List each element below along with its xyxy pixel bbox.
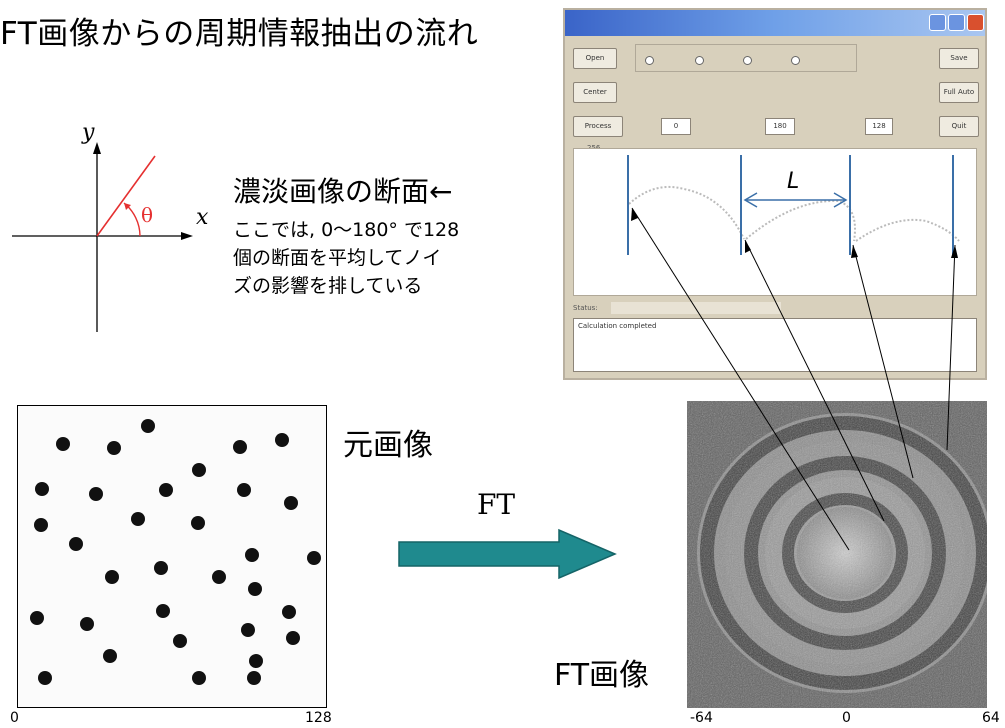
connector-line-1 <box>631 207 850 551</box>
dot <box>34 518 48 532</box>
connector-line-2 <box>744 239 885 522</box>
connector-arrowhead-3 <box>851 245 858 258</box>
dot <box>89 487 103 501</box>
dot <box>233 440 247 454</box>
ft-arrow-shape <box>398 528 617 580</box>
quit-button[interactable]: Quit <box>939 116 979 137</box>
status-message: Calculation completed <box>578 322 657 330</box>
theta-input[interactable]: 0 <box>661 118 691 135</box>
x-axis-label: x <box>196 205 209 230</box>
angle-arc-arrowhead <box>124 203 131 210</box>
y-axis-label: y <box>81 120 95 145</box>
ft-x-right-tick: 64 <box>982 710 1000 726</box>
theta-label: θ <box>141 203 153 227</box>
status-label: Status: <box>573 304 598 312</box>
x-axis-arrowhead <box>181 232 193 240</box>
dot <box>105 570 119 584</box>
save-button[interactable]: Save <box>939 48 979 69</box>
original-image-label: 元画像 <box>343 428 433 463</box>
dot <box>286 631 300 645</box>
dot <box>35 482 49 496</box>
section-note-line-3: ズの影響を排している <box>233 275 423 297</box>
dot <box>56 437 70 451</box>
window-titlebar <box>565 10 985 36</box>
profile-curve-1 <box>628 185 745 240</box>
dot <box>159 483 173 497</box>
section-note-line-2: 個の断面を平均してノイ <box>233 247 442 269</box>
dot <box>131 512 145 526</box>
section-angle-line <box>96 155 156 237</box>
dot <box>249 654 263 668</box>
connector-line-3 <box>852 244 914 479</box>
dot <box>307 551 321 565</box>
dot <box>284 496 298 510</box>
dot <box>103 649 117 663</box>
dot <box>247 671 261 685</box>
dot <box>191 516 205 530</box>
dot <box>248 582 262 596</box>
ft-image-label: FT画像 <box>554 658 650 693</box>
dot <box>245 548 259 562</box>
connector-arrowhead-4 <box>951 245 958 258</box>
maximize-icon[interactable] <box>948 14 965 31</box>
dot <box>107 441 121 455</box>
dot <box>30 611 44 625</box>
process-button[interactable]: Process <box>573 116 623 137</box>
dot <box>275 433 289 447</box>
connector-arrowhead-2 <box>745 240 751 253</box>
orig-x-left-tick: 0 <box>10 710 19 726</box>
software-window: Open Center Process Save Full Auto Quit … <box>563 8 987 380</box>
connector-line-4 <box>946 244 956 451</box>
open-button[interactable]: Open <box>573 48 617 69</box>
ft-x-left-tick: -64 <box>690 710 713 726</box>
period-arrow-right <box>833 192 848 208</box>
dot <box>237 483 251 497</box>
ft-image-svg <box>687 401 987 708</box>
radio-option-2[interactable] <box>695 56 704 65</box>
dot <box>241 623 255 637</box>
ft-arrow-label: FT <box>477 488 516 521</box>
ft-x-mid-tick: 0 <box>842 710 851 726</box>
orig-x-right-tick: 128 <box>305 710 332 726</box>
period-arrow-left <box>743 192 758 208</box>
dot <box>69 537 83 551</box>
radio-group <box>635 44 857 72</box>
original-image <box>17 405 327 708</box>
dot <box>192 671 206 685</box>
minimize-icon[interactable] <box>929 14 946 31</box>
profile-plot-svg <box>628 185 960 242</box>
ft-noise-overlay <box>687 401 987 708</box>
radio-option-3[interactable] <box>743 56 752 65</box>
dot <box>154 561 168 575</box>
y-axis-arrowhead <box>93 142 101 154</box>
dot <box>192 463 206 477</box>
full-auto-button[interactable]: Full Auto <box>939 82 979 103</box>
ft-image <box>687 401 987 708</box>
dot <box>173 634 187 648</box>
ft-transform-arrow <box>398 528 617 580</box>
dot <box>212 570 226 584</box>
dot <box>282 605 296 619</box>
dot <box>80 617 94 631</box>
radio-option-4[interactable] <box>791 56 800 65</box>
range-input[interactable]: 180 <box>765 118 795 135</box>
close-icon[interactable] <box>967 14 984 31</box>
section-title: 濃淡画像の断面← <box>233 175 453 208</box>
dot <box>38 671 52 685</box>
page-title: FT画像からの周期情報抽出の流れ <box>0 16 479 52</box>
div-input[interactable]: 128 <box>865 118 893 135</box>
angle-diagram: y x θ <box>12 120 209 332</box>
dot <box>156 604 170 618</box>
profile-curve-2 <box>745 199 856 242</box>
section-note-line-1: ここでは, 0〜180° で128 <box>233 219 460 241</box>
status-message-area: Calculation completed <box>573 318 977 372</box>
connector-arrowhead-1 <box>631 208 638 221</box>
dot <box>141 419 155 433</box>
radio-option-1[interactable] <box>645 56 654 65</box>
center-button[interactable]: Center <box>573 82 617 103</box>
period-marker-label: L <box>787 169 799 194</box>
